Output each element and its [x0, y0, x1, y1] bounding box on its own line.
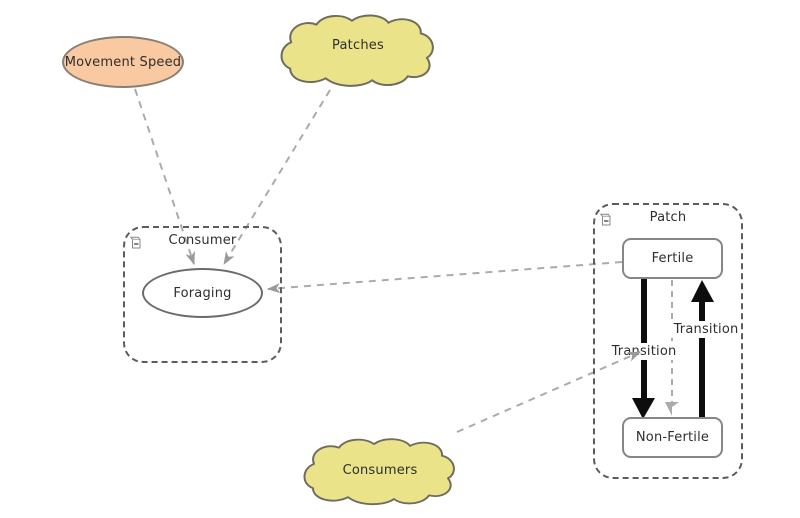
connector-fertile-to-foraging[interactable] [267, 261, 623, 294]
cloud-consumers-label: Consumers [342, 463, 418, 478]
connector-fertile-to-nonfertile[interactable] [665, 280, 679, 416]
submodel-patch[interactable]: Patch [593, 203, 743, 479]
variable-movement-speed-label: Movement Speed [64, 54, 182, 70]
cloud-shape [303, 438, 455, 506]
submodel-consumer-title: Consumer [168, 233, 237, 248]
state-foraging[interactable]: Foraging [142, 268, 263, 318]
flow-transition-down-arrow[interactable] [632, 279, 655, 419]
connector-movement-speed-to-foraging[interactable] [134, 88, 195, 265]
transition-up-label: Transition [670, 321, 742, 338]
cloud-shape [280, 14, 434, 87]
state-fertile-label: Fertile [651, 251, 694, 266]
cloud-consumers[interactable]: Consumers [300, 436, 460, 508]
submodel-consumer[interactable]: Consumer [123, 226, 282, 363]
flow-transition-up-arrow[interactable] [691, 280, 714, 417]
submodel-patch-title: Patch [649, 210, 687, 225]
state-fertile[interactable]: Fertile [622, 238, 723, 279]
cloud-patches-label: Patches [332, 38, 384, 53]
variable-movement-speed[interactable]: Movement Speed [62, 36, 184, 88]
state-non-fertile-label: Non-Fertile [635, 430, 710, 445]
state-non-fertile[interactable]: Non-Fertile [622, 417, 723, 458]
connector-patches-to-foraging[interactable] [223, 89, 331, 265]
cloud-patches[interactable]: Patches [277, 12, 439, 90]
submodel-collapse-icon[interactable] [129, 234, 141, 249]
submodel-collapse-icon[interactable] [599, 211, 611, 226]
state-foraging-label: Foraging [173, 285, 232, 301]
